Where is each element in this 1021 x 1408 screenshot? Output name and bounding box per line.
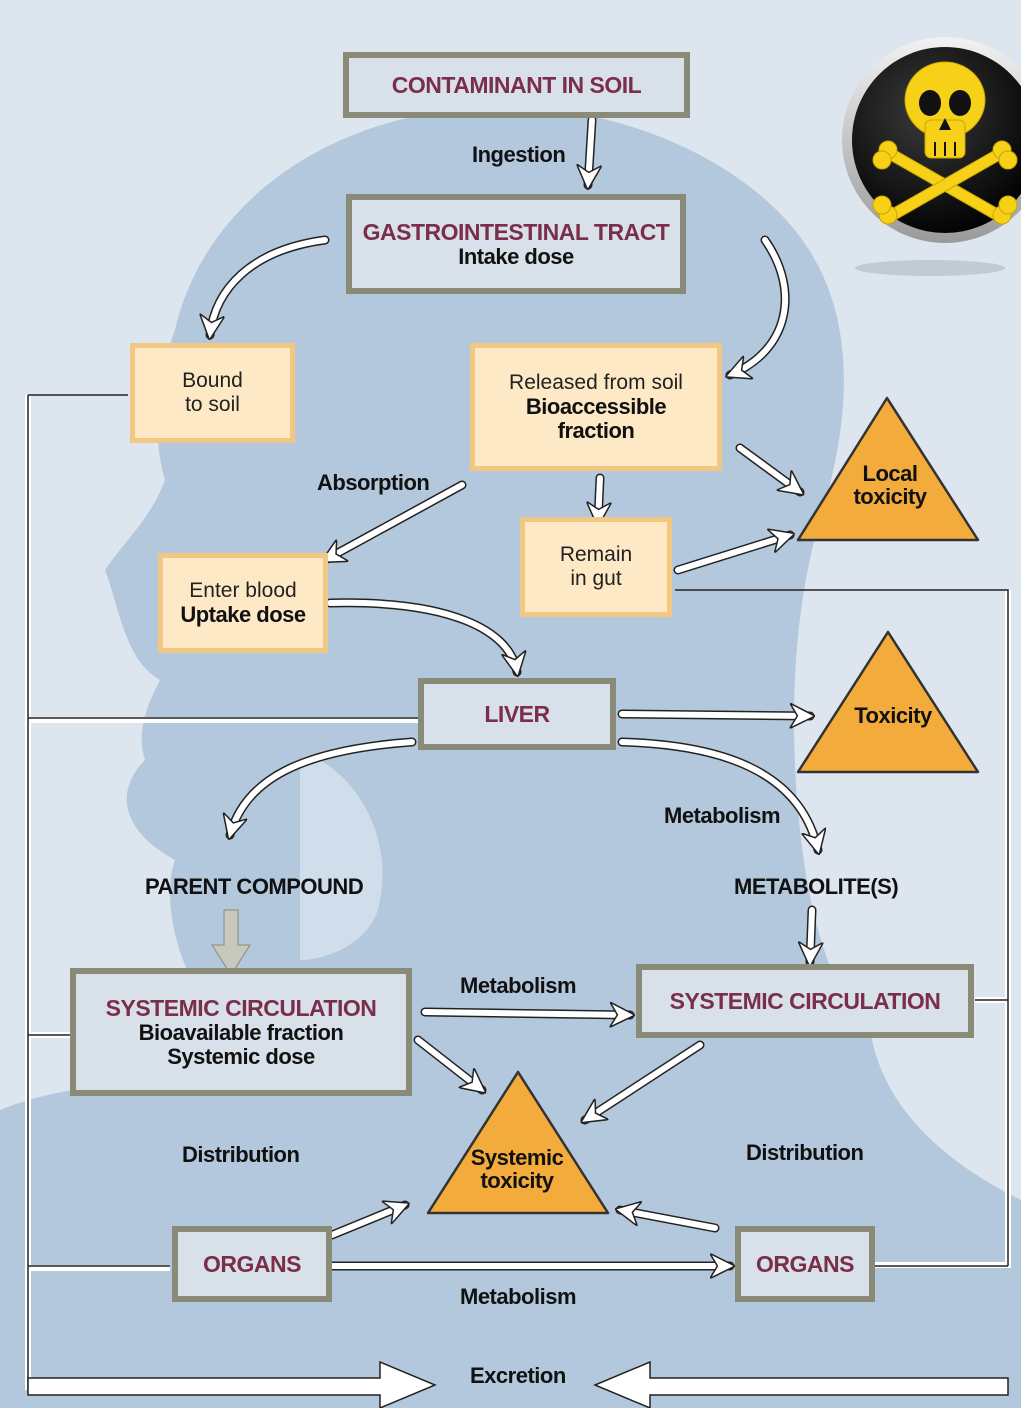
gastrointestinal-tract-box: GASTROINTESTINAL TRACT Intake dose (346, 194, 686, 294)
gastrointestinal-tract-title: GASTROINTESTINAL TRACT (362, 218, 670, 245)
local-toxicity-line1: Local (862, 461, 918, 486)
gastrointestinal-tract-subtitle: Intake dose (458, 243, 574, 269)
ingestion-label: Ingestion (472, 142, 566, 167)
systemic-toxicity-triangle (426, 1070, 610, 1215)
organs-left-label: ORGANS (203, 1250, 301, 1277)
systemic-circulation-left-line1: Bioavailable fraction (138, 1019, 344, 1045)
remain-in-gut-line2: in gut (570, 567, 622, 590)
metabolism-middle-label: Metabolism (460, 973, 577, 998)
systemic-toxicity-line1: Systemic (470, 1145, 564, 1170)
remain-in-gut-line1: Remain (559, 543, 633, 566)
metabolism-upper-label: Metabolism (664, 803, 781, 828)
toxicity-triangle (796, 630, 980, 774)
local-toxicity-triangle (796, 396, 980, 542)
released-from-soil-box: Released from soil Bioaccessible fractio… (470, 343, 722, 471)
bound-to-soil-line1: Bound (182, 369, 243, 392)
systemic-toxicity-line2: toxicity (480, 1168, 554, 1193)
excretion-label: Excretion (470, 1363, 566, 1388)
liver-box: LIVER (418, 678, 616, 750)
toxicity-line1: Toxicity (854, 703, 932, 728)
systemic-circulation-left-box: SYSTEMIC CIRCULATION Bioavailable fracti… (70, 968, 412, 1096)
bound-to-soil-line2: to soil (185, 393, 240, 416)
skull-and-crossbones-icon (842, 37, 1021, 276)
excretion-arrows (27, 1360, 1009, 1408)
released-from-soil-line1: Released from soil (509, 371, 683, 394)
contaminant-in-soil-box: CONTAMINANT IN SOIL (343, 52, 690, 118)
enter-blood-box: Enter blood Uptake dose (158, 553, 328, 653)
remain-in-gut-box: Remain in gut (520, 517, 672, 617)
systemic-circulation-right-box: SYSTEMIC CIRCULATION (636, 964, 974, 1038)
released-from-soil-line3: fraction (557, 418, 635, 443)
organs-left-box: ORGANS (172, 1226, 332, 1302)
distribution-left-label: Distribution (182, 1142, 300, 1167)
bound-to-soil-box: Bound to soil (130, 343, 295, 443)
systemic-circulation-right-title: SYSTEMIC CIRCULATION (669, 987, 941, 1014)
released-from-soil-line2: Bioaccessible (525, 394, 667, 419)
liver-label: LIVER (484, 700, 550, 727)
organs-right-box: ORGANS (735, 1226, 875, 1302)
enter-blood-line2: Uptake dose (180, 602, 306, 627)
enter-blood-line1: Enter blood (189, 579, 297, 602)
systemic-toxicity-text: Systemic toxicity (462, 1146, 572, 1192)
parent-compound-label: PARENT COMPOUND (145, 874, 364, 899)
metabolism-lower-label: Metabolism (460, 1284, 577, 1309)
parent-compound-arrow (211, 909, 251, 976)
local-toxicity-line2: toxicity (853, 484, 927, 509)
local-toxicity-text: Local toxicity (838, 462, 942, 508)
systemic-circulation-left-title: SYSTEMIC CIRCULATION (105, 994, 377, 1021)
systemic-circulation-left-line2: Systemic dose (167, 1043, 315, 1069)
toxicity-text: Toxicity (838, 704, 948, 727)
organs-right-label: ORGANS (756, 1250, 854, 1277)
distribution-right-label: Distribution (746, 1140, 864, 1165)
contaminant-in-soil-label: CONTAMINANT IN SOIL (391, 71, 642, 98)
absorption-label: Absorption (317, 470, 430, 495)
metabolites-label: METABOLITE(S) (734, 874, 899, 899)
